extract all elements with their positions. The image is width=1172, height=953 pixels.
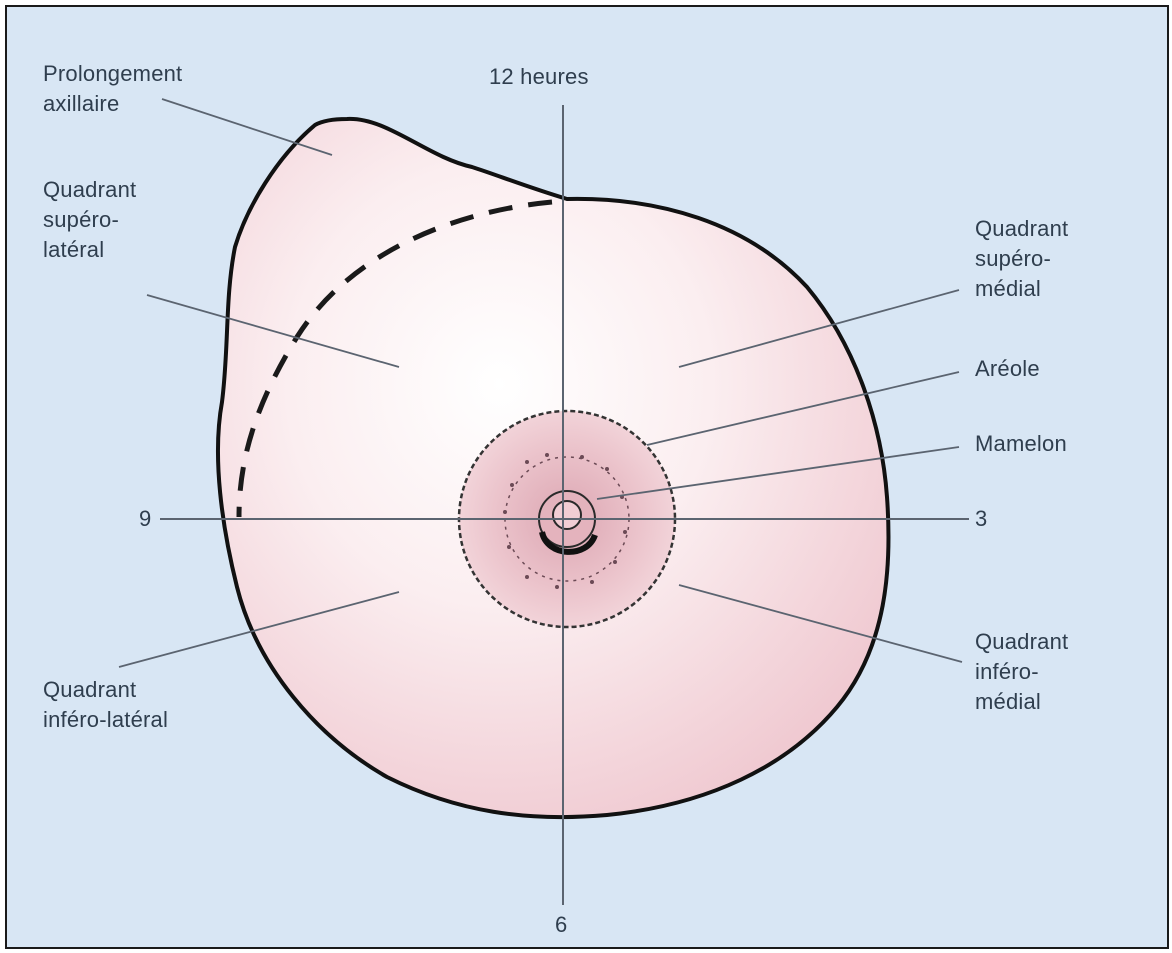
- label-upper-outer-quadrant: Quadrant supéro- latéral: [43, 175, 136, 265]
- label-lower-inner-quadrant: Quadrant inféro- médial: [975, 627, 1068, 717]
- label-12-hours: 12 heures: [489, 62, 589, 92]
- label-nipple: Mamelon: [975, 429, 1067, 459]
- label-axillary-tail: Prolongement axillaire: [43, 59, 182, 119]
- label-areola: Aréole: [975, 354, 1040, 384]
- diagram-frame: Prolongement axillaire 12 heures Quadran…: [5, 5, 1169, 949]
- leader-axillary-tail: [162, 99, 332, 155]
- label-upper-inner-quadrant: Quadrant supéro- médial: [975, 214, 1068, 304]
- label-9: 9: [139, 504, 151, 534]
- nipple-shape: [539, 491, 595, 552]
- breast-quadrant-diagram: [7, 7, 1167, 947]
- label-lower-outer-quadrant: Quadrant inféro-latéral: [43, 675, 168, 735]
- label-3: 3: [975, 504, 987, 534]
- label-6: 6: [555, 910, 567, 940]
